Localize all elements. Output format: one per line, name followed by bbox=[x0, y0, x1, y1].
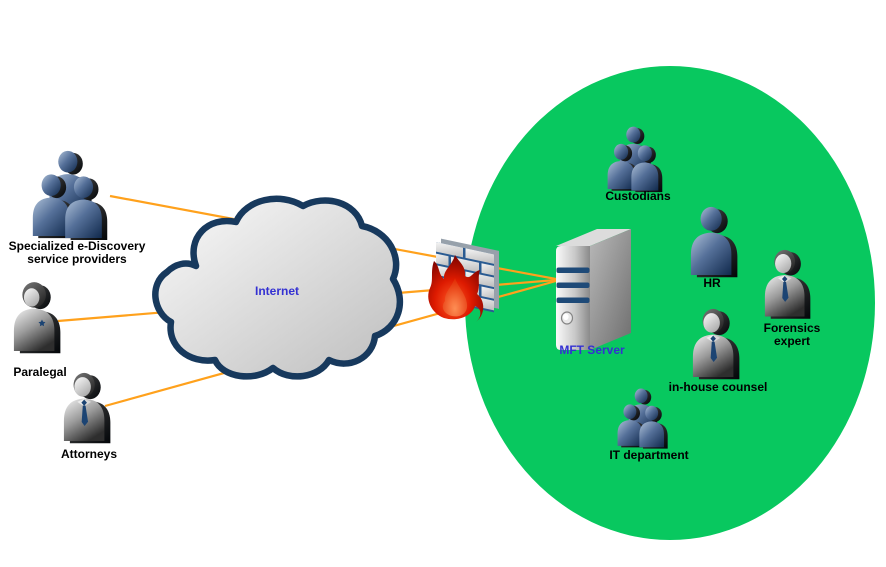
flame-icon bbox=[428, 255, 484, 322]
attorneys-icon bbox=[64, 373, 110, 443]
secure-zone-ellipse bbox=[465, 66, 875, 540]
paralegal-icon bbox=[14, 282, 60, 353]
mft-server-icon bbox=[556, 229, 631, 350]
ediscovery-group-icon bbox=[33, 151, 107, 240]
firewall-icon bbox=[428, 238, 499, 322]
internet-cloud-icon bbox=[152, 195, 404, 380]
